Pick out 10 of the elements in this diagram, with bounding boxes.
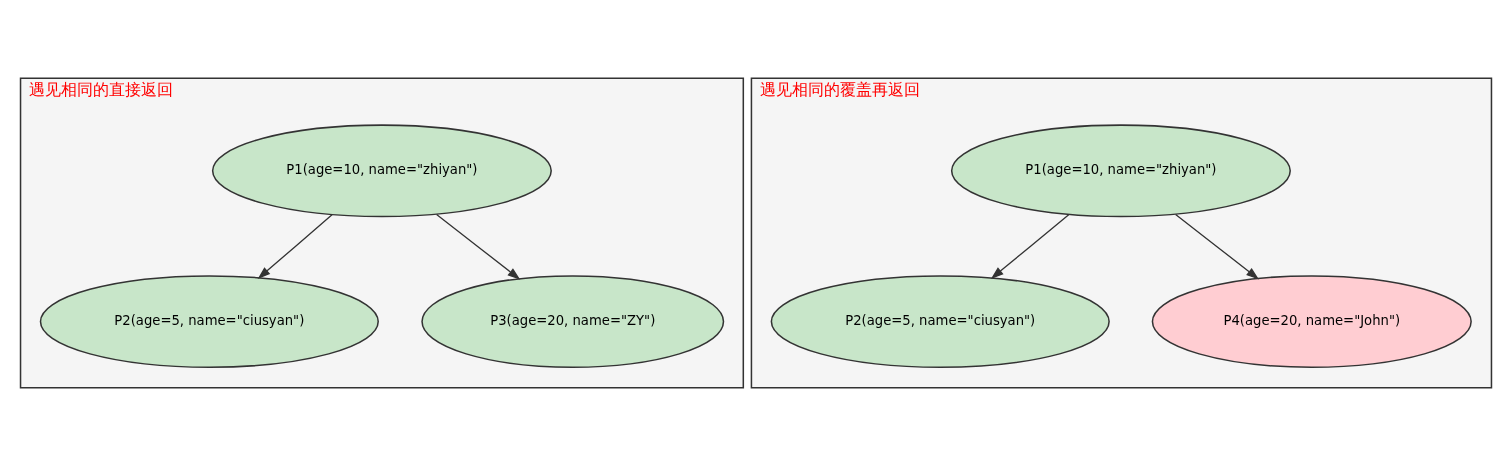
node-ellipse: P2(age=5, name="ciusyan") bbox=[770, 275, 1110, 369]
arrow bbox=[990, 214, 1070, 279]
node-ellipse: P2(age=5, name="ciusyan") bbox=[39, 275, 379, 369]
arrow bbox=[1174, 213, 1259, 280]
arrow bbox=[435, 213, 521, 280]
node-ellipse: P4(age=20, name="John") bbox=[1151, 275, 1472, 369]
node-ellipse: P3(age=20, name="ZY") bbox=[421, 275, 725, 369]
node-ellipse: P1(age=10, name="zhiyan") bbox=[211, 124, 552, 218]
node-ellipse: P1(age=10, name="zhiyan") bbox=[950, 124, 1291, 218]
arrow bbox=[257, 214, 333, 279]
